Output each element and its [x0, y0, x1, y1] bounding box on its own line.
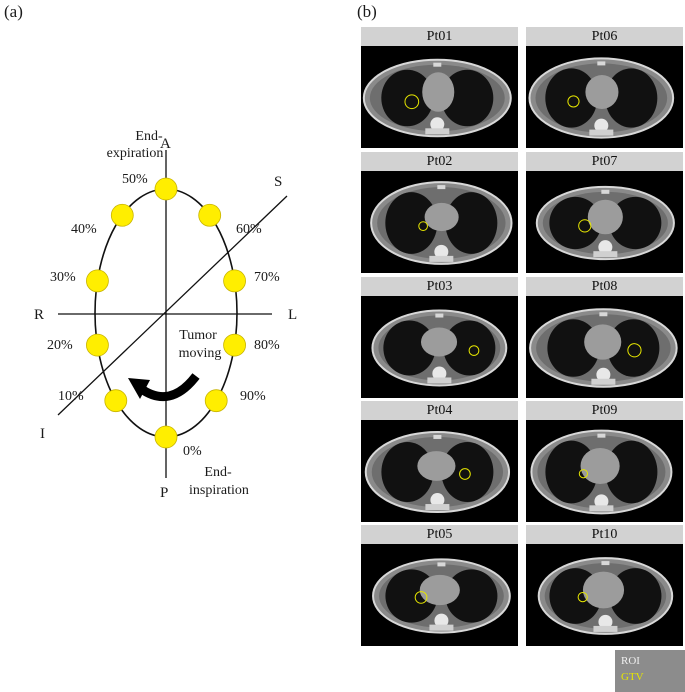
ct-tile-pt07: Pt07	[526, 152, 683, 273]
patient-id-label: Pt06	[526, 27, 683, 46]
phase-marker-0	[154, 425, 178, 449]
ct-slice	[370, 181, 513, 265]
phase-label-10: 10%	[58, 389, 84, 404]
ct-tile-pt03: Pt03	[361, 277, 518, 398]
phase-label-70: 70%	[254, 270, 280, 285]
phase-marker-80	[223, 333, 246, 357]
phase-label-60: 60%	[236, 222, 262, 237]
ct-image	[361, 544, 518, 646]
end-inspiration-label-1: End-	[204, 465, 232, 480]
ct-image	[361, 296, 518, 398]
panel-b-label: (b)	[357, 2, 377, 21]
ct-image	[526, 420, 683, 522]
phase-label-0: 0%	[183, 444, 202, 459]
ct-tile-pt02: Pt02	[361, 152, 518, 273]
end-expiration-label-2: expiration	[107, 146, 164, 161]
ct-image	[526, 171, 683, 273]
axis-label-p: P	[160, 485, 168, 501]
ct-image	[526, 46, 683, 148]
phase-marker-70	[223, 269, 246, 293]
ct-tile-pt06: Pt06	[526, 27, 683, 148]
patient-id-label: Pt04	[361, 401, 518, 420]
axis-label-l: L	[288, 307, 297, 323]
phase-label-90: 90%	[240, 389, 266, 404]
patient-id-label: Pt08	[526, 277, 683, 296]
ct-tile-pt09: Pt09	[526, 401, 683, 522]
phase-label-80: 80%	[254, 338, 280, 353]
phase-marker-60	[198, 203, 222, 227]
patient-id-label: Pt01	[361, 27, 518, 46]
phase-label-20: 20%	[47, 338, 73, 353]
diagram-labels: 0% 10% 20% 30% 40% 50% 60% 70% 80% 90% A P R L S I End-e…	[34, 129, 297, 501]
phase-marker-90	[204, 389, 228, 413]
ct-slice	[535, 185, 675, 261]
ct-slice	[537, 557, 674, 635]
patient-id-label: Pt07	[526, 152, 683, 171]
ct-tile-pt10: Pt10	[526, 525, 683, 646]
ct-slice	[364, 430, 511, 514]
ct-slice	[371, 309, 508, 387]
ct-slice	[372, 558, 511, 634]
end-inspiration-label-2: inspiration	[189, 483, 249, 498]
ct-image	[361, 420, 518, 522]
phase-marker-40	[110, 203, 134, 227]
ct-slice	[530, 429, 673, 515]
patient-id-label: Pt10	[526, 525, 683, 544]
axis-label-i: I	[40, 426, 45, 442]
ct-slice	[529, 308, 678, 388]
ct-image	[526, 296, 683, 398]
phase-marker-10	[104, 389, 128, 413]
phase-markers	[86, 177, 246, 449]
ct-image	[526, 544, 683, 646]
ct-slice	[528, 57, 675, 139]
patient-id-label: Pt05	[361, 525, 518, 544]
legend: ROI GTV	[615, 650, 685, 692]
ct-tile-pt04: Pt04	[361, 401, 518, 522]
patient-id-label: Pt09	[526, 401, 683, 420]
tumor-moving-label-1: Tumor	[179, 328, 217, 343]
ct-image	[361, 46, 518, 148]
phase-marker-30	[86, 269, 109, 293]
phase-label-50: 50%	[122, 172, 148, 187]
panel-a-label: (a)	[4, 2, 23, 21]
axis-label-a: A	[160, 136, 171, 152]
ct-image	[361, 171, 518, 273]
axis-label-r: R	[34, 307, 44, 323]
rotation-arrow-icon	[128, 373, 200, 401]
breathing-phase-diagram: 0% 10% 20% 30% 40% 50% 60% 70% 80% 90% A P R L S I End-e…	[34, 129, 297, 501]
phase-label-40: 40%	[71, 222, 97, 237]
axis-label-s: S	[274, 174, 282, 190]
legend-roi: ROI	[621, 655, 640, 667]
legend-gtv: GTV	[621, 671, 644, 683]
phase-label-30: 30%	[50, 270, 76, 285]
si-axis	[57, 195, 288, 416]
patient-id-label: Pt02	[361, 152, 518, 171]
tumor-moving-label-2: moving	[179, 346, 222, 361]
phase-marker-50	[154, 177, 178, 201]
phase-marker-20	[86, 333, 109, 357]
ct-slice	[362, 58, 512, 138]
end-expiration-label-1: End-	[135, 129, 163, 144]
ct-tile-pt05: Pt05	[361, 525, 518, 646]
patient-id-label: Pt03	[361, 277, 518, 296]
ct-tile-pt01: Pt01	[361, 27, 518, 148]
ct-tile-pt08: Pt08	[526, 277, 683, 398]
